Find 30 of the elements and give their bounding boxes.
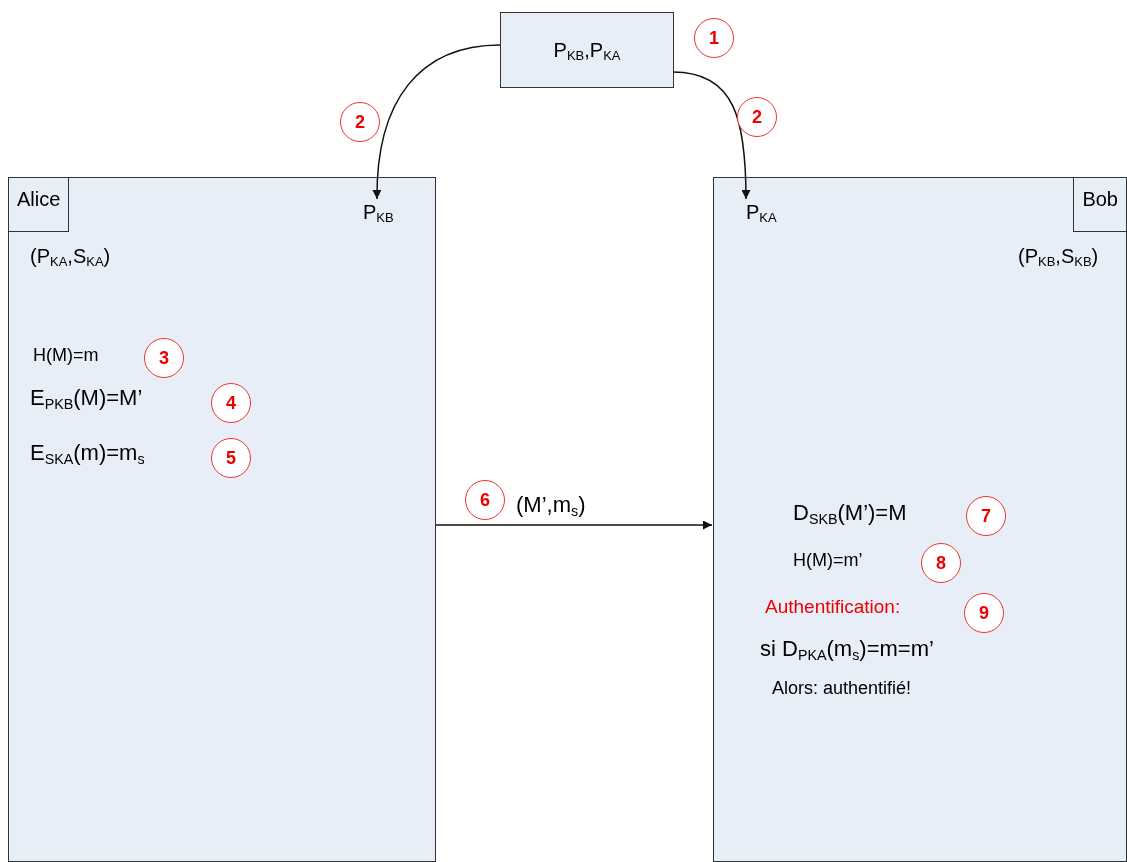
callout-number: 7: [966, 496, 1006, 536]
formula-text: (P$_{KB}$,S$_{KB}$): [1018, 245, 1099, 270]
callout-number: 9: [964, 593, 1004, 633]
key-text: P$_{KB}$: [363, 201, 394, 226]
callout-number: 6: [465, 480, 505, 520]
arrow: [372, 44, 501, 200]
formula-text: H(M)=m’: [793, 550, 863, 571]
callout-number: 8: [921, 543, 961, 583]
callout-number: 3: [144, 338, 184, 378]
formula-text: H(M)=m: [33, 345, 99, 366]
arrow: [435, 520, 713, 530]
formula-text: E$_{SKA}$(m)=m$_{s}$: [30, 440, 145, 467]
name-tab: Alice: [9, 178, 70, 232]
callout-number: 2: [737, 97, 777, 137]
formula-text: E$_{PKB}$(M)=M’: [30, 385, 143, 412]
key-box: P$_{KB}$,P$_{KA}$: [500, 12, 674, 88]
participant-panel: [8, 177, 436, 862]
formula-text: (P$_{KA}$,S$_{KA}$): [30, 245, 111, 270]
heading-text: Authentification:: [765, 596, 901, 618]
arrow: [672, 71, 751, 200]
formula-text: Alors: authentifié!: [772, 678, 912, 699]
participant-panel: [713, 177, 1127, 862]
formula-text: D$_{SKB}$(M’)=M: [793, 500, 907, 527]
callout-number: 2: [340, 102, 380, 142]
callout-number: 5: [211, 438, 251, 478]
formula-text: si D$_{PKA}$(m$_{s}$)=m=m’: [760, 636, 934, 663]
key-text: P$_{KA}$: [746, 201, 777, 226]
callout-number: 4: [211, 383, 251, 423]
callout-number: 1: [694, 18, 734, 58]
name-tab: Bob: [1073, 178, 1126, 232]
